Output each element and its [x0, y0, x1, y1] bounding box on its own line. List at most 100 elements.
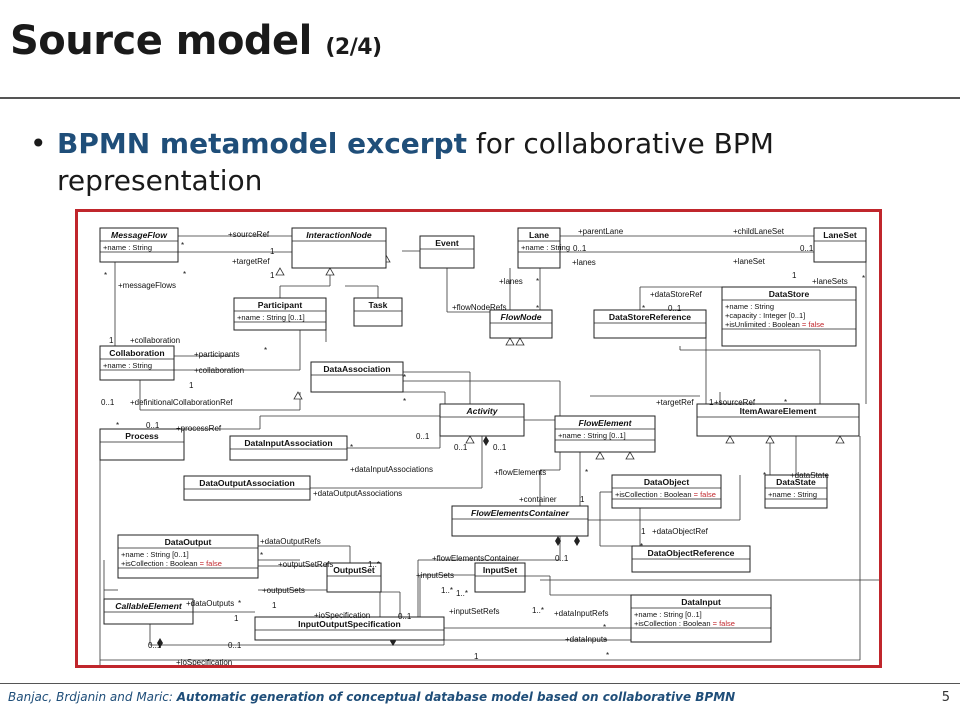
- association-label: +dataState: [790, 471, 829, 480]
- association-label: *: [606, 651, 609, 660]
- association-label: +lanes: [572, 258, 596, 267]
- class-name: DataStoreReference: [609, 312, 691, 322]
- class-data-object: DataObject+isCollection : Boolean = fals…: [611, 474, 722, 509]
- association-label: *: [640, 542, 643, 551]
- class-name: MessageFlow: [111, 230, 168, 240]
- association-label: *: [642, 304, 645, 313]
- association-label: *: [585, 468, 588, 477]
- association-label: 1: [270, 271, 275, 280]
- association-label: 1: [189, 381, 194, 390]
- class-data-input-association: DataInputAssociation: [229, 435, 348, 461]
- association-label: 0..1: [493, 443, 507, 452]
- class-attribute: +name : String [0..1]: [121, 550, 189, 559]
- bullet-marker: •: [30, 127, 47, 160]
- association-label: 1: [474, 652, 479, 661]
- association-label: +outputSets: [262, 586, 305, 595]
- association-label: +dataOutputs: [186, 599, 234, 608]
- class-lane-set: LaneSet: [813, 227, 867, 263]
- association-label: +outputSetRefs: [278, 560, 333, 569]
- footer-citation: Banjac, Brdjanin and Maric: Automatic ge…: [8, 690, 735, 704]
- class-flow-node: FlowNode: [489, 309, 553, 339]
- association-label: +collaboration: [130, 336, 180, 345]
- generalization-arrow: [595, 451, 605, 460]
- association-label: +collaboration: [194, 366, 244, 375]
- class-input-set: InputSet: [474, 562, 526, 593]
- class-box: [593, 309, 707, 339]
- class-name: DataOutput: [165, 537, 212, 547]
- association-label: 1..*: [532, 606, 544, 615]
- class-box: [439, 403, 525, 437]
- association-label: +flowElementsContainer: [432, 554, 519, 563]
- class-name: Event: [435, 238, 459, 248]
- class-data-store-reference: DataStoreReference: [593, 309, 707, 339]
- class-box: [310, 361, 404, 393]
- class-task: Task: [353, 297, 403, 327]
- association-label: *: [403, 397, 406, 406]
- association-label: *: [238, 599, 241, 608]
- association-label: +laneSet: [733, 257, 766, 266]
- association-label: 1: [641, 527, 646, 536]
- class-attribute: +name : String [0..1]: [558, 431, 626, 440]
- association-label: *: [403, 373, 406, 382]
- class-output-set: OutputSet: [326, 562, 382, 593]
- title-divider: [0, 97, 960, 99]
- class-box: [451, 505, 589, 537]
- generalization-arrow: [293, 391, 303, 400]
- class-box: [611, 474, 722, 509]
- generalization-arrow: [765, 435, 775, 444]
- class-name: FlowNode: [500, 312, 541, 322]
- association-label: 0..1: [398, 612, 412, 621]
- class-attribute: +isCollection : Boolean = false: [634, 619, 735, 628]
- association-label: +processRef: [176, 424, 222, 433]
- association-label: 1..*: [441, 586, 453, 595]
- association-label: 1: [709, 398, 714, 407]
- class-name: InteractionNode: [306, 230, 372, 240]
- association-label: +dataOutputRefs: [260, 537, 321, 546]
- title-suffix: (2/4): [325, 35, 382, 60]
- class-attribute: +name : String: [103, 243, 152, 252]
- class-lane: Lane+name : String: [517, 227, 570, 269]
- class-flow-elements-container: FlowElementsContainer: [451, 505, 589, 537]
- association-label: 0..1: [668, 304, 682, 313]
- association-label: 0..1: [573, 244, 587, 253]
- association-label: +participants: [194, 350, 240, 359]
- association-label: *: [181, 241, 184, 250]
- association-label: +flowNodeRefs: [452, 303, 506, 312]
- class-collaboration: Collaboration+name : String: [99, 345, 175, 381]
- class-name: CallableElement: [115, 601, 183, 611]
- association-label: +container: [519, 495, 557, 504]
- class-data-input: DataInput+name : String [0..1]+isCollect…: [630, 594, 772, 643]
- class-attribute: +name : String [0..1]: [237, 313, 305, 322]
- class-participant: Participant+name : String [0..1]: [233, 297, 327, 331]
- class-data-association: DataAssociation: [310, 361, 404, 393]
- class-box: [517, 227, 561, 269]
- class-item-aware-element: ItemAwareElement: [696, 403, 860, 437]
- association-label: *: [603, 623, 606, 632]
- class-attribute: +isCollection : Boolean = false: [121, 559, 222, 568]
- class-box: [696, 403, 860, 437]
- association-label: +parentLane: [578, 227, 624, 236]
- class-attribute: +name : String: [725, 302, 774, 311]
- class-name: LaneSet: [823, 230, 857, 240]
- association-label: 1: [109, 336, 114, 345]
- class-flow-element: FlowElement +name : String [0..1]: [554, 415, 656, 453]
- generalization-arrow: [275, 267, 285, 276]
- class-name: DataObjectReference: [648, 548, 735, 558]
- class-data-state: DataState+name : String: [764, 474, 828, 509]
- class-attribute: +name : String: [521, 243, 570, 252]
- class-box: [353, 297, 403, 327]
- class-name: Task: [369, 300, 388, 310]
- association-label: *: [536, 304, 539, 313]
- generalization-arrow: [465, 435, 475, 444]
- class-box: [117, 534, 259, 579]
- class-box: [474, 562, 526, 593]
- bullet-emphasis: BPMN metamodel excerpt: [57, 127, 468, 160]
- class-name: FlowElement: [578, 418, 632, 428]
- class-name: ItemAwareElement: [740, 406, 817, 416]
- class-attribute: +isCollection : Boolean = false: [615, 490, 716, 499]
- association-label: *: [183, 270, 186, 279]
- footer-paper-title: Automatic generation of conceptual datab…: [176, 690, 736, 704]
- class-box: [254, 616, 445, 641]
- association-label: +messageFlows: [118, 281, 176, 290]
- association-label: +targetRef: [656, 398, 694, 407]
